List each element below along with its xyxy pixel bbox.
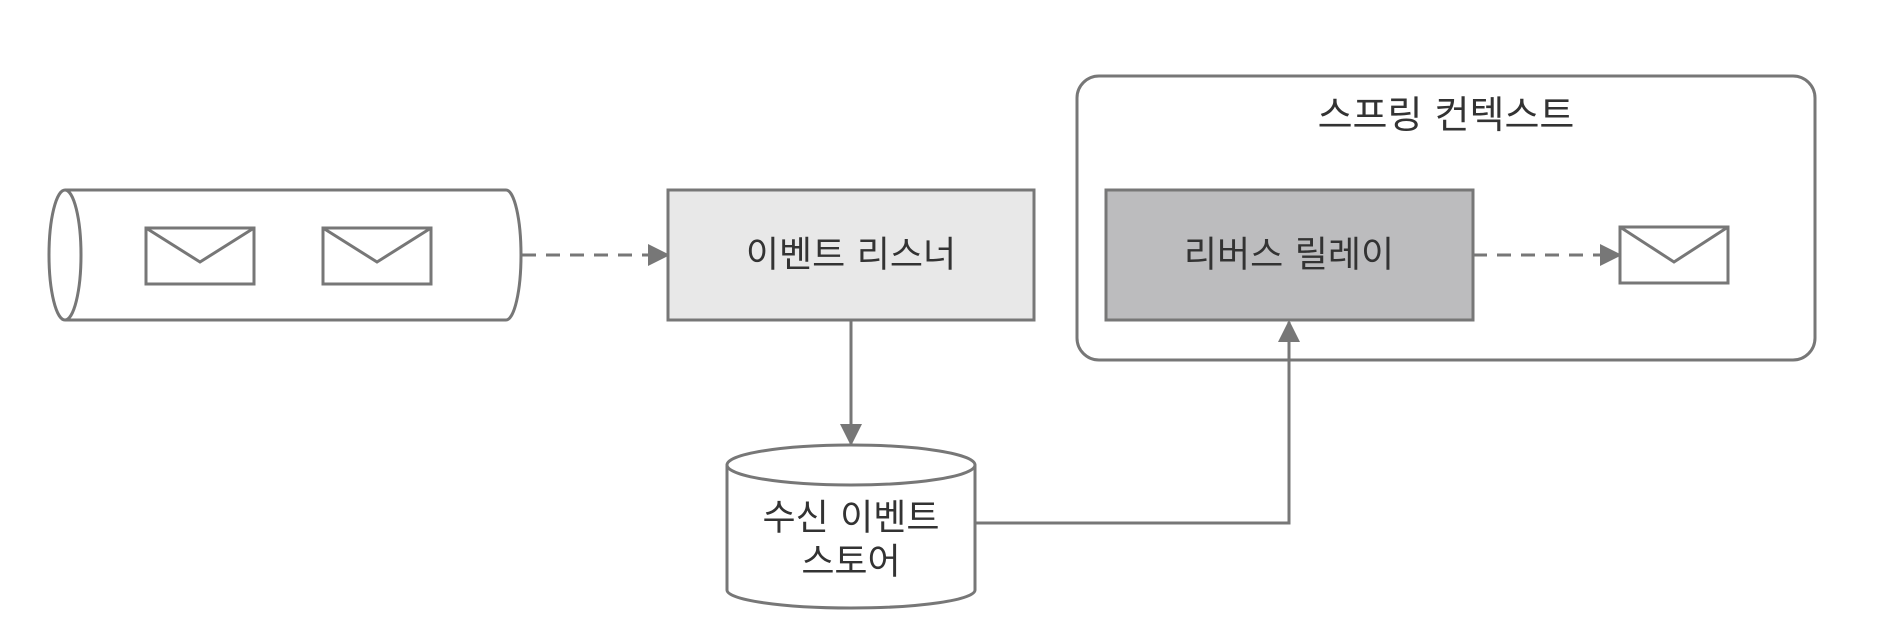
reverse-relay-label: 리버스 릴레이 — [1184, 235, 1394, 276]
store-label-line2: 스토어 — [801, 542, 900, 583]
message-queue-pipe — [47, 188, 523, 322]
event-listener-label: 이벤트 리스너 — [746, 235, 956, 276]
database-cylinder-icon — [725, 465, 977, 610]
event-listener-box: 이벤트 리스너 — [666, 188, 1036, 322]
envelope-icon — [1618, 225, 1730, 285]
pipe-icon — [47, 188, 83, 322]
store-label-line1: 수신 이벤트 — [762, 498, 939, 539]
spring-context-title: 스프링 컨텍스트 — [1318, 93, 1575, 137]
envelope-icon — [321, 226, 433, 286]
reverse-relay-box: 리버스 릴레이 — [1104, 188, 1475, 322]
store-to-relay-arrow — [975, 320, 1300, 525]
event-store-cylinder: 수신 이벤트 스토어 — [725, 443, 977, 610]
envelope-icon — [144, 226, 256, 286]
